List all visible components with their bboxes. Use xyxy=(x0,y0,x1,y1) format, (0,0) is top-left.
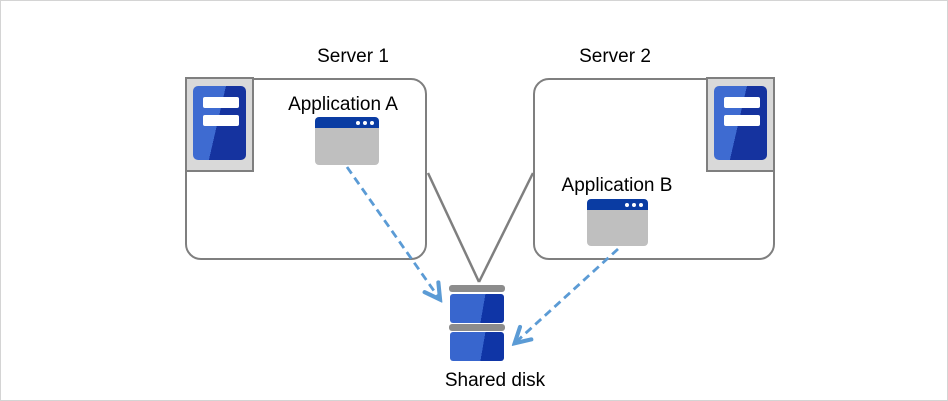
server-tower-icon xyxy=(193,86,246,160)
app-window-body xyxy=(587,210,648,246)
server1-label: Server 1 xyxy=(317,46,389,67)
tower-slot xyxy=(203,97,239,108)
app-window-icon xyxy=(587,199,648,246)
app-window-titlebar xyxy=(315,117,379,128)
server2-frame xyxy=(706,77,775,172)
shared-disk-label: Shared disk xyxy=(444,370,546,391)
shared-disk-icon xyxy=(449,285,505,292)
server1-frame xyxy=(185,77,254,172)
app-b-to-disk-arrow xyxy=(516,247,619,342)
tower-slot xyxy=(724,97,760,108)
server2-to-disk-line xyxy=(477,172,535,283)
window-dots-icon xyxy=(356,120,374,125)
server2-label: Server 2 xyxy=(579,46,651,67)
tower-slot xyxy=(203,115,239,126)
app-window-icon xyxy=(315,117,379,165)
app-window-body xyxy=(315,128,379,165)
server-tower-icon xyxy=(714,86,767,160)
window-dots-icon xyxy=(625,202,643,207)
application-a-label: Application A xyxy=(288,94,398,115)
shared-disk-icon xyxy=(450,294,504,323)
shared-disk-icon xyxy=(449,324,505,331)
tower-slot xyxy=(724,115,760,126)
application-b-label: Application B xyxy=(561,175,673,196)
server1-to-disk-line xyxy=(426,172,481,283)
shared-disk-icon xyxy=(450,332,504,361)
app-window-titlebar xyxy=(587,199,648,210)
